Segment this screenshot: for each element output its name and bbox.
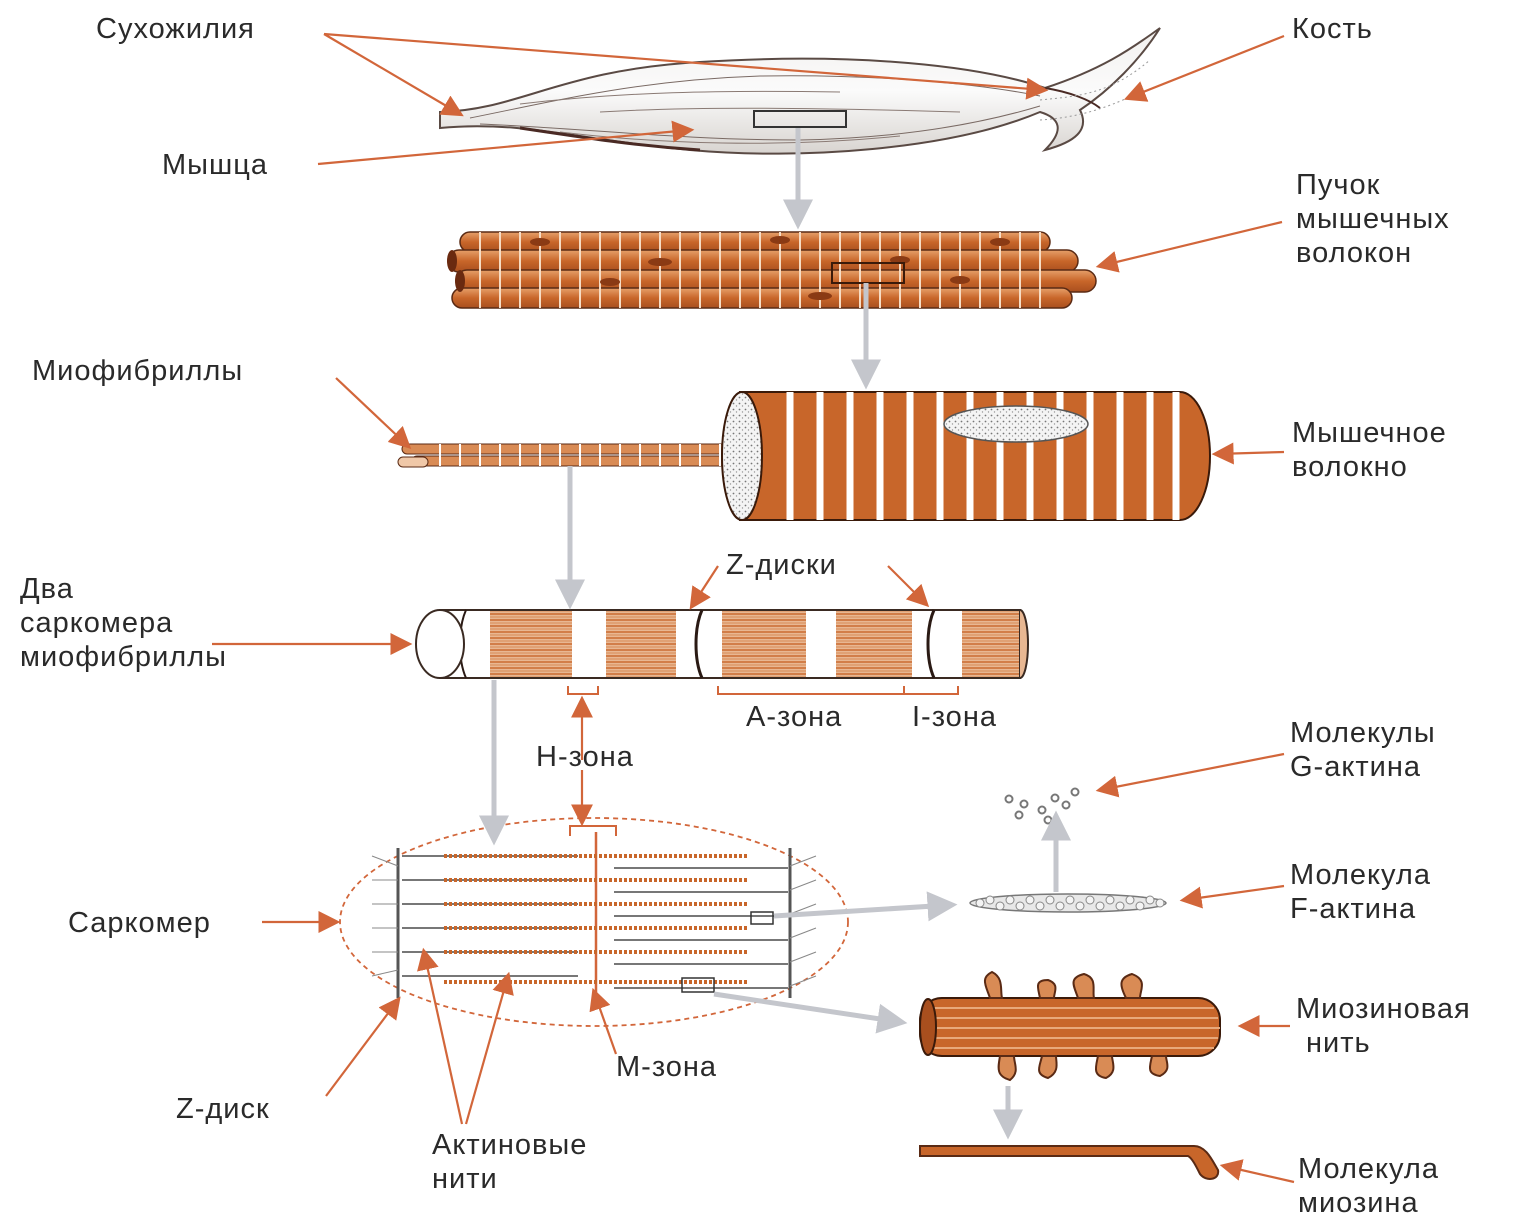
label-two-sarcomeres-line2: саркомера — [20, 606, 227, 640]
label-myosin-molecule: Молекула миозина — [1298, 1152, 1439, 1220]
label-f-actin: Молекула F-актина — [1290, 858, 1431, 926]
f-actin-illustration — [970, 894, 1166, 912]
label-two-sarcomeres-line1: Два — [20, 572, 227, 606]
label-myosin-filament-line2: нить — [1296, 1026, 1471, 1060]
label-g-actin-line2: G-актина — [1290, 750, 1436, 784]
label-muscle: Мышца — [162, 148, 268, 182]
label-actin-filaments-line1: Актиновые — [432, 1128, 587, 1162]
label-f-actin-line1: Молекула — [1290, 858, 1431, 892]
label-actin-filaments-line2: нити — [432, 1162, 587, 1196]
label-two-sarcomeres-line3: миофибриллы — [20, 640, 227, 674]
muscle-fiber-illustration — [398, 392, 1210, 520]
label-z-discs: Z-диски — [726, 548, 837, 582]
label-sarcomere: Саркомер — [68, 906, 211, 940]
arrow-to-myosin-filament — [714, 994, 900, 1022]
label-myosin-molecule-line1: Молекула — [1298, 1152, 1439, 1186]
label-bundle-line2: мышечных — [1296, 202, 1450, 236]
fiber-bundle-illustration — [447, 232, 1096, 308]
label-a-zone: А-зона — [746, 700, 842, 734]
label-m-zone: М-зона — [616, 1050, 717, 1084]
label-myofibrils: Миофибриллы — [32, 354, 243, 388]
label-muscle-fiber-line2: волокно — [1292, 450, 1447, 484]
label-bundle-line1: Пучок — [1296, 168, 1450, 202]
label-z-disc: Z-диск — [176, 1092, 270, 1126]
myosin-filament-illustration — [920, 972, 1220, 1080]
g-actin-illustration — [1006, 789, 1079, 824]
two-sarcomeres-illustration — [416, 610, 1028, 694]
label-i-zone: I-зона — [912, 700, 997, 734]
label-myosin-filament: Миозиновая нить — [1296, 992, 1471, 1060]
label-myosin-filament-line1: Миозиновая — [1296, 992, 1471, 1026]
label-f-actin-line2: F-актина — [1290, 892, 1431, 926]
label-muscle-fiber: Мышечное волокно — [1292, 416, 1447, 484]
label-tendons: Сухожилия — [96, 12, 255, 46]
label-muscle-fiber-line1: Мышечное — [1292, 416, 1447, 450]
label-myosin-molecule-line2: миозина — [1298, 1186, 1439, 1220]
label-bundle-line3: волокон — [1296, 236, 1450, 270]
label-two-sarcomeres: Два саркомера миофибриллы — [20, 572, 227, 674]
label-bundle: Пучок мышечных волокон — [1296, 168, 1450, 270]
label-g-actin-line1: Молекулы — [1290, 716, 1436, 750]
label-h-zone: Н-зона — [536, 740, 634, 774]
label-g-actin: Молекулы G-актина — [1290, 716, 1436, 784]
myosin-molecule-illustration — [920, 1146, 1218, 1179]
label-bone: Кость — [1292, 12, 1373, 46]
label-actin-filaments: Актиновые нити — [432, 1128, 587, 1196]
